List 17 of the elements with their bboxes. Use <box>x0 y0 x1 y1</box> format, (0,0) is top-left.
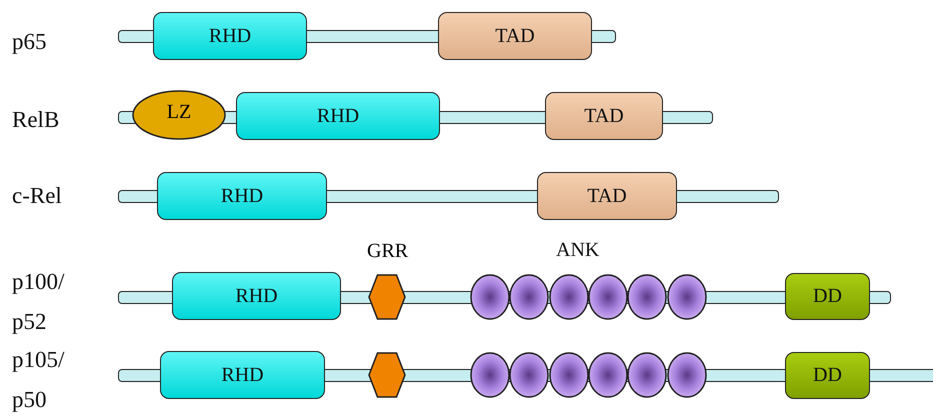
domain-box: RHD <box>157 172 327 220</box>
domain-label: LZ <box>166 101 192 124</box>
protein-name: c-Rel <box>12 182 63 210</box>
protein-name: p65 <box>12 28 48 56</box>
protein-name: RelB <box>12 106 60 134</box>
domain-box: TAD <box>438 12 592 60</box>
domain-label: GRR <box>367 240 407 263</box>
domain-box: TAD <box>537 172 677 220</box>
domain-box: RHD <box>236 92 440 140</box>
domain-box: TAD <box>545 92 663 140</box>
domain-box: DD <box>785 352 870 399</box>
domain-box: RHD <box>160 351 325 399</box>
domain-box: DD <box>785 273 870 320</box>
domain-label: ANK <box>556 238 600 262</box>
domain-box: RHD <box>153 12 307 60</box>
domain-box: RHD <box>172 272 341 320</box>
protein-name: p105/ p50 <box>12 346 66 414</box>
